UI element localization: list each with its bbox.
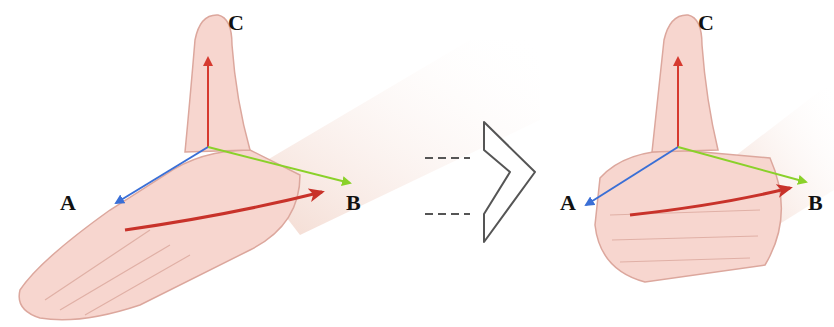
axis-label: A — [560, 192, 576, 214]
axis-label: B — [808, 192, 823, 214]
fist-hand — [595, 15, 834, 282]
transition-arrow — [425, 122, 535, 242]
axis-label: C — [698, 12, 714, 34]
flat-hand — [19, 15, 540, 320]
axes-left — [116, 58, 350, 230]
axis-label: B — [346, 192, 361, 214]
axis-label: C — [228, 12, 244, 34]
axis-label: A — [60, 192, 76, 214]
axes-right — [586, 58, 806, 215]
